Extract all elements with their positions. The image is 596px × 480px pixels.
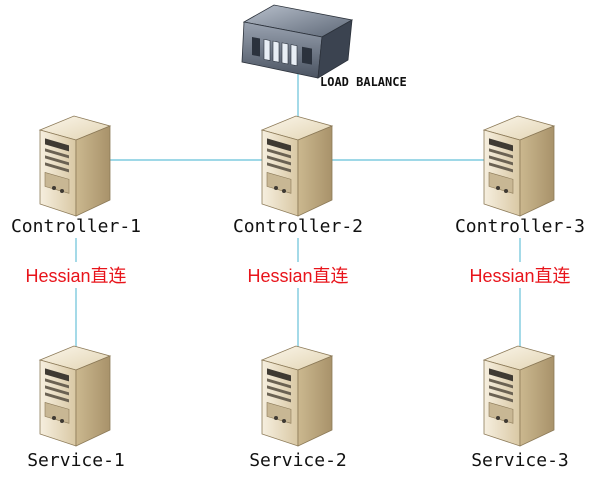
tower-server-icon	[39, 345, 111, 447]
tower-server-icon	[483, 345, 555, 447]
hessian-link-label: Hessian直连	[247, 266, 348, 286]
hessian-link-label: Hessian直连	[469, 266, 570, 286]
service-node-1: Service-1	[27, 345, 125, 471]
controller-1-label: Controller-1	[11, 216, 141, 237]
controller-3-label: Controller-3	[455, 216, 585, 237]
hessian-link-2: Hessian直连	[242, 262, 354, 288]
rack-server-icon	[241, 4, 354, 79]
controller-node-1: Controller-1	[11, 115, 141, 237]
load-balance-label: LOAD BALANCE	[320, 75, 407, 89]
hessian-link-label: Hessian直连	[25, 266, 126, 286]
load-balancer-node: LOAD BALANCE	[241, 4, 407, 89]
controller-node-2: Controller-2	[233, 115, 363, 237]
tower-server-icon	[261, 345, 333, 447]
hessian-link-3: Hessian直连	[464, 262, 576, 288]
service-node-3: Service-3	[471, 345, 569, 471]
hessian-link-1: Hessian直连	[20, 262, 132, 288]
tower-server-icon	[39, 115, 111, 217]
service-node-2: Service-2	[249, 345, 347, 471]
controller-2-label: Controller-2	[233, 216, 363, 237]
service-2-label: Service-2	[249, 450, 347, 471]
tower-server-icon	[483, 115, 555, 217]
tower-server-icon	[261, 115, 333, 217]
service-3-label: Service-3	[471, 450, 569, 471]
service-1-label: Service-1	[27, 450, 125, 471]
controller-node-3: Controller-3	[455, 115, 585, 237]
